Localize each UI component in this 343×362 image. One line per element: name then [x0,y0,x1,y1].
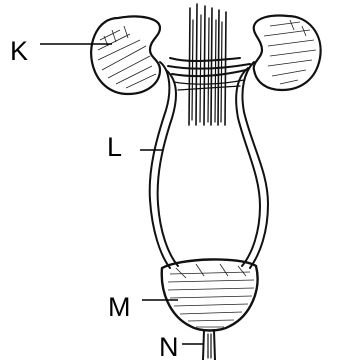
label-m: M [108,294,131,321]
label-k: K [10,38,28,65]
label-l: L [107,134,122,161]
central-blood-vessels [168,4,250,125]
left-ureter [150,62,178,268]
label-n: N [159,334,179,361]
right-ureter [236,62,268,268]
right-kidney [254,15,321,90]
left-kidney [91,16,160,94]
urinary-bladder [162,259,258,330]
urethra [203,330,215,360]
